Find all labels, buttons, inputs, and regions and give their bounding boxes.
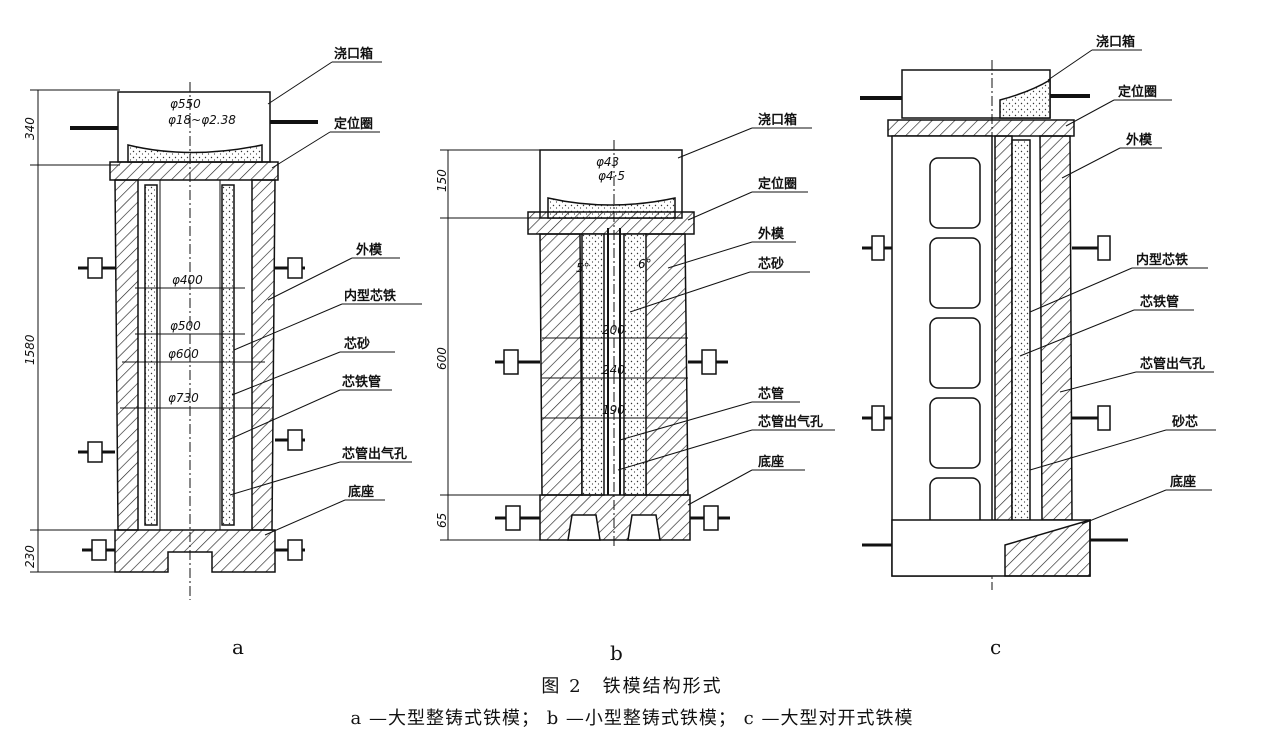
- a-dim-230: 230: [23, 545, 37, 568]
- b-dim-600: 600: [435, 347, 449, 370]
- b-dim-43: φ43: [596, 155, 619, 169]
- a-dim-18: φ18~φ2.38: [168, 113, 236, 127]
- a-label-outer-mold: 外模: [355, 242, 383, 258]
- panel-a: [30, 61, 422, 600]
- a-label-core-sand: 芯砂: [344, 336, 370, 352]
- a-dim-730: φ730: [168, 391, 199, 405]
- a-label-core-iron-pipe: 芯铁管: [342, 374, 381, 390]
- b-label-locating-ring: 定位圈: [757, 176, 797, 192]
- b-label-vent-hole: 芯管出气孔: [758, 414, 823, 430]
- a-label-base: 底座: [348, 484, 374, 500]
- a-label-inner-core-iron: 内型芯铁: [344, 288, 396, 304]
- c-label-vent-hole: 芯管出气孔: [1140, 356, 1205, 372]
- a-dim-400: φ400: [172, 273, 203, 287]
- a-label-pouring-box: 浇口箱: [334, 46, 373, 62]
- b-dim-240: 240: [602, 363, 625, 377]
- panel-c: [860, 49, 1216, 590]
- a-label-vent-hole: 芯管出气孔: [342, 446, 407, 462]
- c-label-base: 底座: [1170, 474, 1196, 490]
- panel-b-text: 浇口箱 定位圈 外模 芯砂 芯管 芯管出气孔 底座 φ43 φ4·5 5° 6°…: [435, 112, 823, 665]
- c-label-core-iron-pipe: 芯铁管: [1140, 294, 1179, 310]
- c-label-outer-mold: 外模: [1125, 132, 1153, 148]
- figure-title: 图 2 铁模结构形式: [541, 676, 723, 697]
- b-label-core-pipe: 芯管: [758, 386, 784, 402]
- a-dim-340: 340: [23, 117, 37, 140]
- b-dim-5deg: 5°: [576, 261, 590, 275]
- b-dim-150: 150: [435, 169, 449, 192]
- panel-c-tag: c: [990, 635, 1001, 659]
- a-dim-500: φ500: [170, 319, 201, 333]
- panel-c-text: 浇口箱 定位圈 外模 内型芯铁 芯铁管 芯管出气孔 砂芯 底座 c: [990, 34, 1205, 659]
- b-dim-6deg: 6°: [638, 257, 652, 271]
- figure-subcaption: a —大型整铸式铁模； b —小型整铸式铁模； c —大型对开式铁模: [350, 708, 914, 729]
- panel-a-text: 浇口箱 定位圈 外模 内型芯铁 芯砂 芯铁管 芯管出气孔 底座 φ550 φ18…: [23, 46, 407, 659]
- b-dim-200: 200: [602, 323, 625, 337]
- a-dim-600: φ600: [168, 347, 199, 361]
- b-dim-45: φ4·5: [598, 169, 625, 183]
- c-label-pouring-box: 浇口箱: [1096, 34, 1135, 50]
- a-dim-1580: 1580: [23, 334, 37, 365]
- a-label-locating-ring: 定位圈: [333, 116, 373, 132]
- panel-b-tag: b: [610, 641, 623, 665]
- c-label-locating-ring: 定位圈: [1117, 84, 1157, 100]
- panel-a-tag: a: [232, 635, 244, 659]
- a-dim-550: φ550: [170, 97, 201, 111]
- b-label-pouring-box: 浇口箱: [758, 112, 797, 128]
- b-label-outer-mold: 外模: [757, 226, 785, 242]
- b-label-core-sand: 芯砂: [758, 256, 784, 272]
- c-label-sand-core: 砂芯: [1171, 414, 1198, 430]
- b-label-base: 底座: [758, 454, 784, 470]
- panel-b: [440, 127, 835, 548]
- b-dim-190: 190: [602, 403, 625, 417]
- c-label-inner-core-iron: 内型芯铁: [1136, 252, 1188, 268]
- b-dim-65: 65: [435, 513, 449, 528]
